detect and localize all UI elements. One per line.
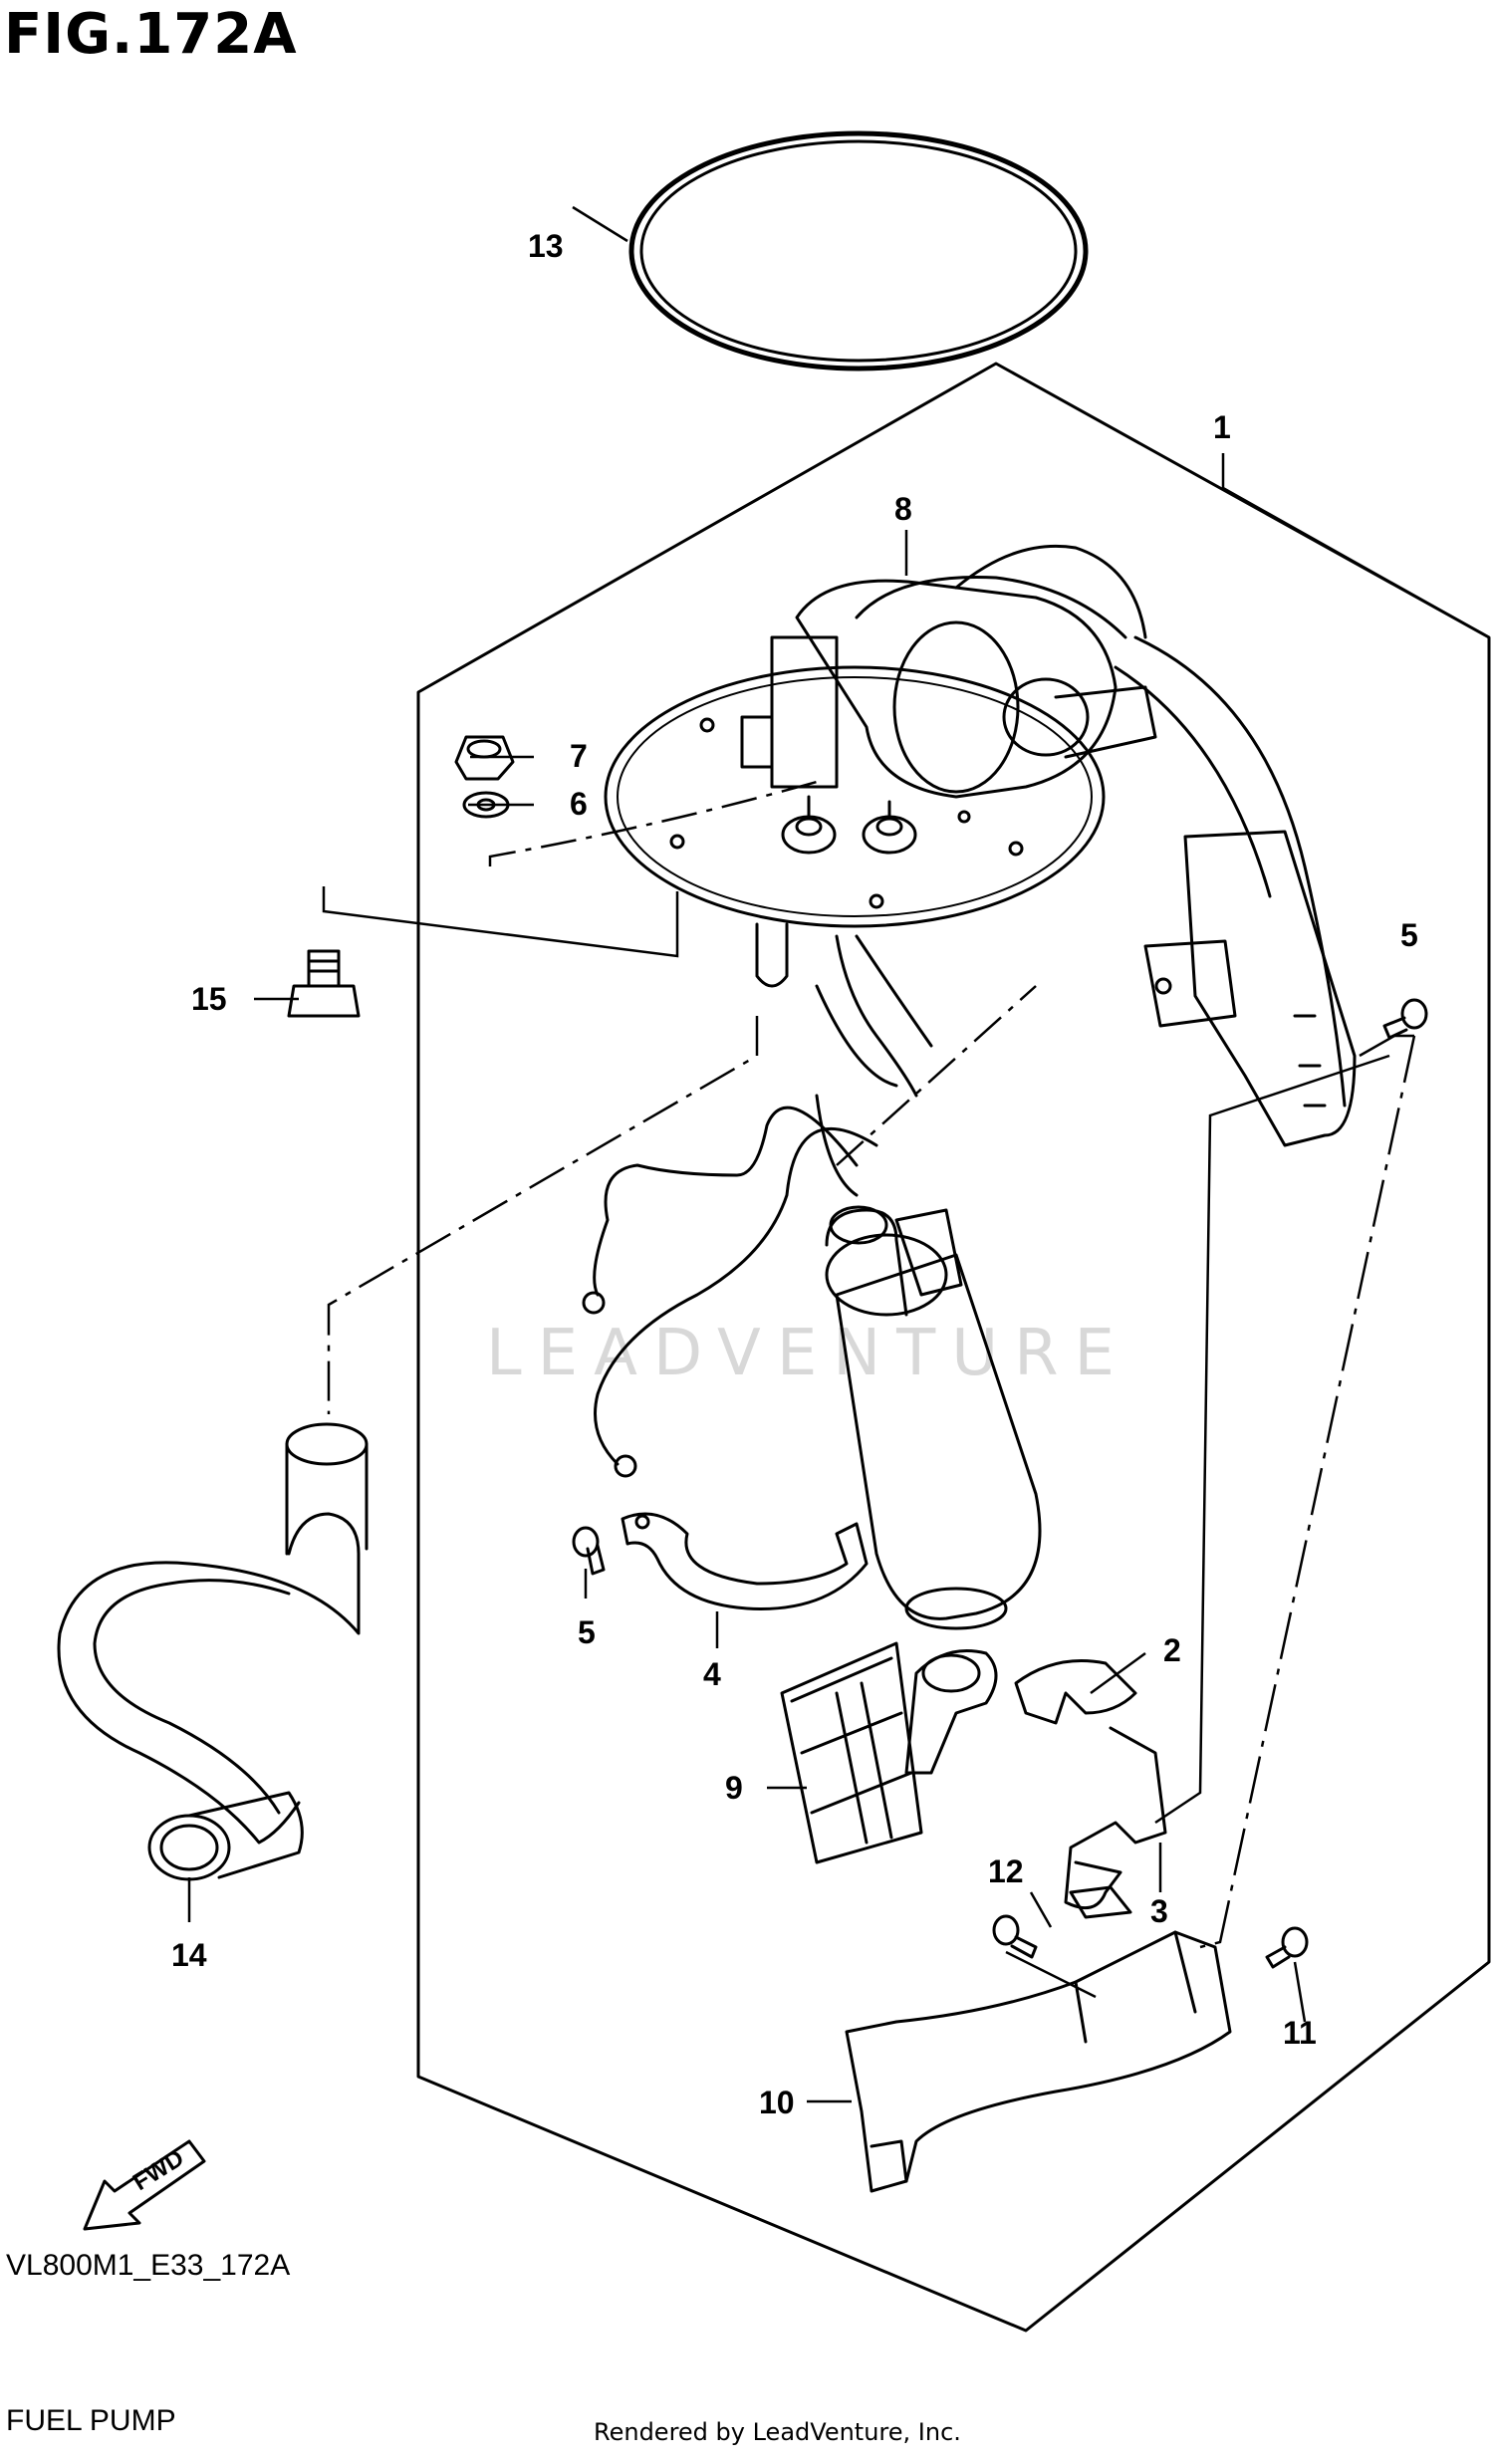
leadventure-watermark: LEADVENTURE	[486, 1317, 1130, 1390]
pump-clamp-4	[621, 1512, 869, 1610]
bracket-3	[1064, 1726, 1167, 1910]
callout-12: 12	[988, 1853, 1024, 1889]
callout-10: 10	[759, 2085, 795, 2120]
pressure-regulator-8	[795, 579, 1118, 799]
callout-15: 15	[191, 981, 227, 1017]
fwd-label: FWD	[128, 2144, 189, 2196]
callout-4: 4	[703, 1656, 721, 1692]
mount-bracket	[1183, 830, 1357, 1147]
diagram-name: FUEL PUMP	[6, 2404, 176, 2437]
bolt-15	[287, 949, 361, 1018]
callout-11: 11	[1283, 2015, 1317, 2051]
callout-1: 1	[1213, 409, 1231, 445]
pump-flange-plate	[604, 665, 1106, 928]
callout-3: 3	[1150, 1893, 1168, 1929]
callout-13: 13	[528, 228, 564, 264]
assembly-outline	[416, 362, 1491, 2333]
figure-title: FIG.172A	[4, 2, 298, 67]
rendered-by-credit: Rendered by LeadVenture, Inc.	[594, 2418, 961, 2446]
callout-7: 7	[570, 738, 588, 774]
callout-6: 6	[570, 786, 588, 822]
fuel-pump-body	[835, 1253, 1042, 1620]
callout-9: 9	[725, 1770, 743, 1806]
screw-5-lower	[572, 1526, 606, 1576]
screw-11	[1265, 1926, 1309, 1969]
callout-8: 8	[894, 491, 912, 527]
screw-5-upper	[1382, 998, 1428, 1040]
screw-12	[992, 1914, 1038, 1959]
o-ring-13	[628, 130, 1089, 371]
callout-5b: 5	[578, 1614, 596, 1650]
callout-14: 14	[171, 1937, 207, 1973]
callout-2: 2	[1163, 1632, 1181, 1668]
protector-10	[845, 1930, 1232, 2193]
wire-harness	[593, 1106, 859, 1297]
diagram-code: VL800M1_E33_172A	[6, 2249, 291, 2282]
callout-5a: 5	[1400, 917, 1418, 953]
fwd-arrow-icon	[83, 2139, 206, 2231]
retaining-clip-2	[1014, 1659, 1137, 1725]
fuel-filter-9	[780, 1641, 923, 1864]
